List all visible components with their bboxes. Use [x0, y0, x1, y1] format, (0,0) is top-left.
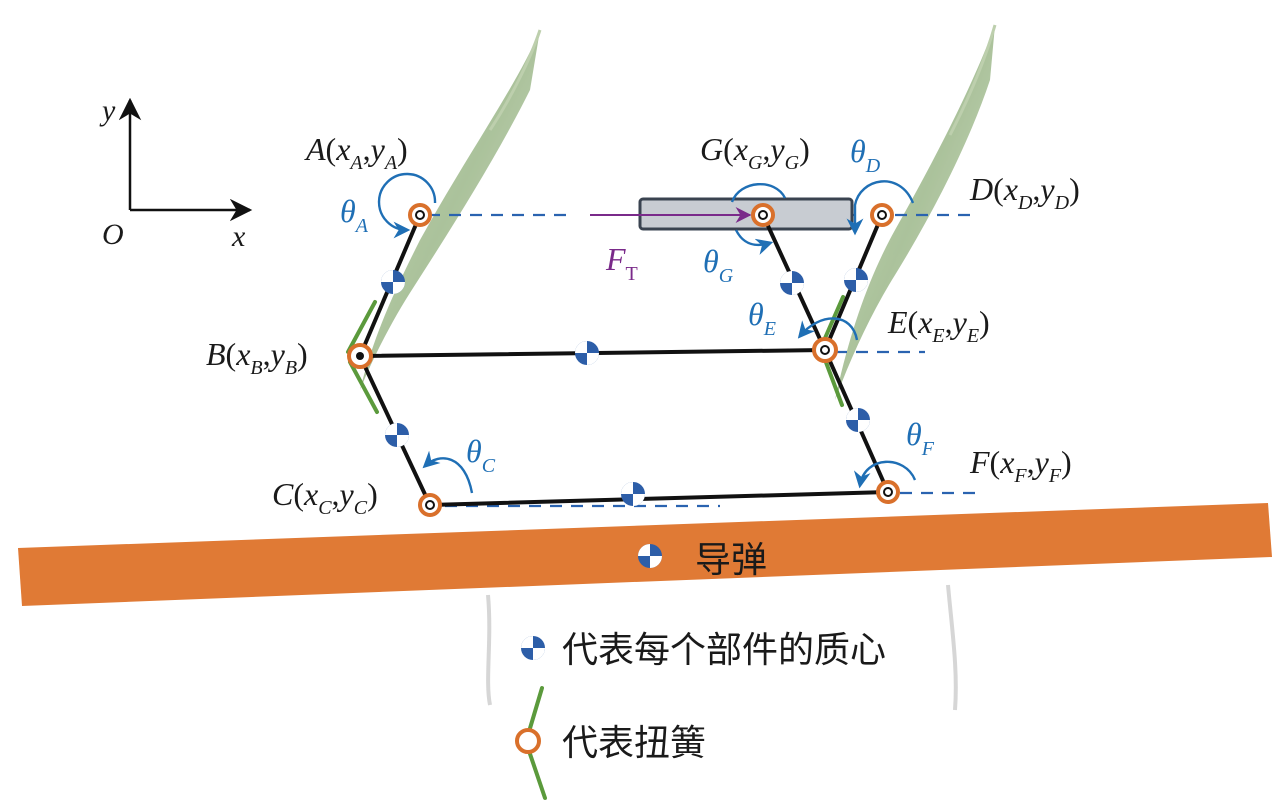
- legend-spring-label: 代表扭簧: [562, 723, 706, 764]
- com-icon: [780, 271, 804, 295]
- torsion-springs: [346, 295, 845, 414]
- angle-label-c: θC: [466, 433, 496, 477]
- com-icon: [575, 341, 599, 365]
- com-icon: [381, 270, 405, 294]
- force-arrow: FT: [590, 207, 752, 285]
- angle-label-a: θA: [340, 193, 369, 237]
- com-icon: [638, 544, 662, 568]
- joint-a: [408, 203, 432, 227]
- legend-com-icon: [521, 636, 545, 660]
- angle-label-e: θE: [748, 296, 776, 340]
- y-axis-label: y: [99, 94, 116, 127]
- angle-label-f: θF: [906, 416, 935, 460]
- wing-lower-image: [486, 584, 958, 711]
- joint-d: [870, 203, 894, 227]
- wing-left-image: [360, 29, 542, 390]
- joint-labels: A(xA,yA) B(xB,yB) C(xC,yC) G(xG,yG) D(xD…: [206, 131, 1080, 519]
- joint-label-f: F(xF,yF): [969, 444, 1072, 487]
- origin-label: O: [102, 218, 124, 251]
- joint-b: [347, 343, 373, 369]
- angle-arc-f: [853, 460, 917, 489]
- angle-arc-a: [377, 172, 437, 239]
- joint-c: [418, 493, 442, 517]
- angle-label-d: θD: [850, 133, 881, 177]
- legend: 代表每个部件的质心 代表扭簧: [515, 630, 886, 800]
- joint-label-e: E(xE,yE): [887, 304, 990, 347]
- force-label: FT: [605, 241, 638, 285]
- angle-arc-d: [846, 180, 915, 236]
- com-icon: [846, 408, 870, 432]
- angle-arc-g-top: [730, 182, 787, 203]
- legend-com-label: 代表每个部件的质心: [562, 630, 886, 671]
- joint-g: [751, 203, 775, 227]
- missile-label: 导弹: [695, 540, 767, 581]
- x-axis-label: x: [231, 220, 246, 253]
- reference-lines: [428, 213, 980, 508]
- joint-label-a: A(xA,yA): [304, 131, 408, 174]
- legend-spring-icon: [515, 686, 547, 800]
- joint-e: [812, 337, 838, 363]
- joint-label-d: D(xD,yD): [969, 171, 1080, 214]
- com-icon: [385, 423, 409, 447]
- joints: [347, 203, 900, 517]
- joint-label-c: C(xC,yC): [272, 476, 378, 519]
- joint-label-b: B(xB,yB): [206, 336, 308, 379]
- joint-label-g: G(xG,yG): [700, 131, 810, 174]
- com-icon: [844, 268, 868, 292]
- link-cf: [428, 490, 890, 507]
- com-icon: [621, 482, 645, 506]
- wing-right-image: [835, 24, 997, 400]
- center-of-mass-markers: [381, 268, 870, 568]
- coordinate-axes: y x O: [99, 94, 253, 253]
- angle-arc-e: [797, 317, 859, 341]
- joint-f: [876, 480, 900, 504]
- angle-arc-g: [734, 229, 774, 255]
- angle-arc-c: [422, 450, 474, 494]
- angle-arcs: [377, 172, 917, 494]
- angle-label-g: θG: [703, 243, 734, 287]
- angle-labels: θA θC θD θE θF θG: [340, 133, 935, 477]
